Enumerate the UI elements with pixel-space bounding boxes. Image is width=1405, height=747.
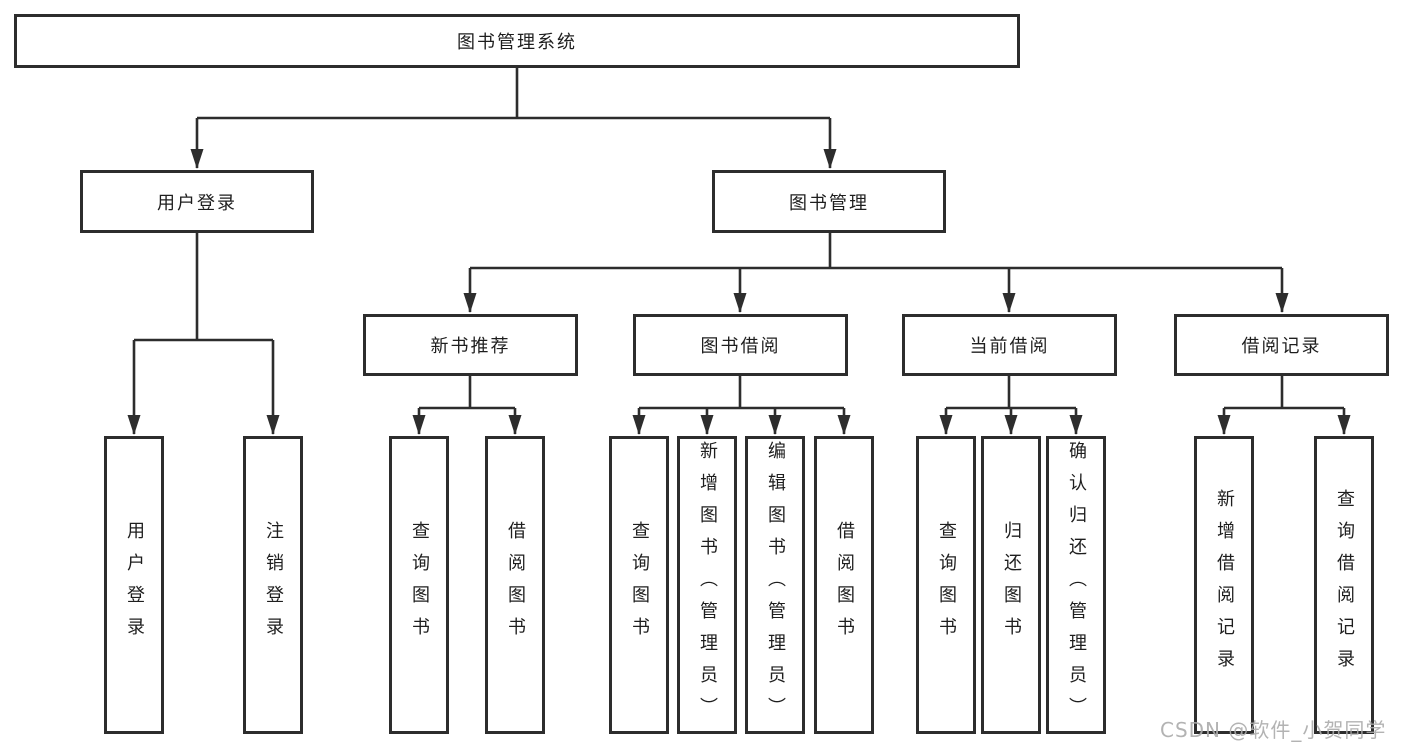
leaf-borrow-books-recommend: 借阅图书 [485, 436, 545, 734]
leaf-label: 查询图书 [936, 521, 957, 649]
leaf-return-books: 归还图书 [981, 436, 1041, 734]
leaf-label: 新增借阅记录 [1214, 489, 1235, 681]
leaf-label: 查询图书 [409, 521, 430, 649]
leaf-label: 归还图书 [1001, 521, 1022, 649]
watermark-text: CSDN @软件_小贺同学 [1160, 718, 1387, 742]
leaf-query-books-recommend: 查询图书 [389, 436, 449, 734]
leaf-add-book-admin: 新增图书（管理员） [677, 436, 737, 734]
node-library-management-system: 图书管理系统 [14, 14, 1020, 68]
node-label: 图书借阅 [700, 336, 781, 357]
node-new-book-recommendation: 新书推荐 [363, 314, 578, 376]
leaf-user-login: 用户登录 [104, 436, 164, 734]
leaf-borrow-books: 借阅图书 [814, 436, 874, 734]
leaf-label: 查询图书 [629, 521, 650, 649]
leaf-edit-book-admin: 编辑图书（管理员） [745, 436, 805, 734]
node-label: 图书管理 [789, 192, 869, 214]
node-label: 用户登录 [157, 192, 237, 214]
leaf-logout: 注销登录 [243, 436, 303, 734]
node-borrowing-records: 借阅记录 [1174, 314, 1389, 376]
node-label: 图书管理系统 [457, 32, 577, 53]
leaf-label: 新增图书（管理员） [697, 441, 718, 729]
node-book-management: 图书管理 [712, 170, 946, 233]
leaf-label: 确认归还（管理员） [1066, 441, 1087, 729]
leaf-confirm-return-admin: 确认归还（管理员） [1046, 436, 1106, 734]
node-book-borrowing: 图书借阅 [633, 314, 848, 376]
node-current-borrowing: 当前借阅 [902, 314, 1117, 376]
node-label: 借阅记录 [1241, 336, 1322, 357]
leaf-label: 查询借阅记录 [1334, 489, 1355, 681]
node-user-login: 用户登录 [80, 170, 314, 233]
leaf-query-books-borrow: 查询图书 [609, 436, 669, 734]
leaf-label: 用户登录 [124, 521, 145, 649]
leaf-label: 借阅图书 [505, 521, 526, 649]
leaf-add-borrow-record: 新增借阅记录 [1194, 436, 1254, 734]
node-label: 当前借阅 [969, 336, 1050, 357]
leaf-query-books-current: 查询图书 [916, 436, 976, 734]
leaf-label: 借阅图书 [834, 521, 855, 649]
leaf-label: 编辑图书（管理员） [765, 441, 786, 729]
leaf-label: 注销登录 [263, 521, 284, 649]
node-label: 新书推荐 [430, 336, 511, 357]
leaf-query-borrow-record: 查询借阅记录 [1314, 436, 1374, 734]
